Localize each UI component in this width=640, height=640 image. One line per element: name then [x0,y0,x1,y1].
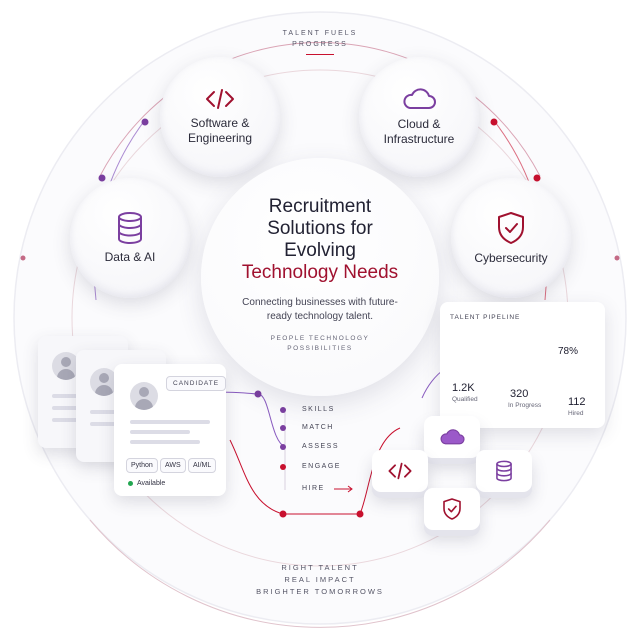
bottom-arc [89,519,551,628]
bubble-label: Cloud & Infrastructure [384,117,455,147]
talent-pipeline-panel: TALENT PIPELINE 1.2K Qualified 320 In Pr… [440,302,605,428]
caption-line: PEOPLE TECHNOLOGY [270,335,370,342]
avatar [130,382,158,410]
database-icon [118,211,142,244]
center-title: Recruitment Solutions for Evolving Techn… [201,196,439,284]
center-title-line: Recruitment [268,196,372,217]
center-small-caption: PEOPLE TECHNOLOGY POSSIBILITIES [241,334,399,354]
tagline-line: BRIGHTER TOMORROWS [256,587,384,596]
candidate-card[interactable]: CANDIDATE Python AWS AI/ML Available [114,364,227,496]
tagline-line: PROGRESS [292,41,348,48]
center-title-line: Evolving [284,240,356,261]
center-subtitle: Connecting businesses with future-ready … [242,297,398,322]
bubble-cybersecurity[interactable]: Cybersecurity [451,178,571,298]
connector-node [356,510,364,518]
connector-node [254,390,262,398]
shield-icon [443,498,461,520]
bubble-software-engineering[interactable]: Software & Engineering [160,57,280,177]
progress-ring-value: 78% [557,346,578,357]
status-dot-icon [128,480,133,486]
skill-chip: AI/ML [188,458,217,473]
step-assess: ASSESS [302,443,340,450]
ring-node [20,255,26,261]
ring-node [533,174,541,182]
cloud-icon [440,429,465,445]
tagline-line: TALENT FUELS [282,30,358,37]
placeholder-line [130,440,200,444]
bubble-data-ai[interactable]: Data & AI [70,178,190,298]
stat-qualified-label: Qualified [452,396,478,403]
step-engage: ENGAGE [302,463,341,470]
bubble-label-line: Engineering [187,131,253,145]
step-node [280,407,286,413]
panel-title: TALENT PIPELINE [450,314,521,321]
ring-node [490,118,498,126]
placeholder-line [90,410,134,414]
availability-status: Available [128,480,165,487]
skill-chip: AWS [160,458,186,473]
tile-database[interactable] [476,450,532,492]
step-hire: HIRE [302,485,325,492]
step-node [280,425,286,431]
center-hub: Recruitment Solutions for Evolving Techn… [201,158,439,396]
ring-node [614,255,620,261]
availability-label: Available [137,480,166,487]
placeholder-line [52,406,92,410]
placeholder-line [90,422,126,426]
avatar [52,352,80,380]
code-icon [388,462,412,480]
bubble-label: Data & AI [104,249,156,264]
connector-line [229,439,284,515]
tagline-line: REAL IMPACT [284,575,356,584]
shield-icon [498,211,524,244]
bubble-label-line: Software & [190,116,250,130]
bubble-label-line: Infrastructure [383,132,455,146]
bottom-tagline: RIGHT TALENT REAL IMPACT BRIGHTER TOMORR… [220,562,420,598]
stat-hired-value: 112 [568,396,586,408]
hire-arrow-icon [334,485,353,493]
placeholder-line [130,430,190,434]
ring-node [98,174,106,182]
tile-code[interactable] [372,450,428,492]
caption-line: POSSIBILITIES [287,345,353,352]
bubble-label: Software & Engineering [188,116,252,146]
stat-inprogress-value: 320 [510,388,529,400]
center-title-line: Solutions for [267,218,373,239]
step-match: MATCH [302,424,334,431]
tagline-line: RIGHT TALENT [281,563,359,572]
database-icon [496,460,512,482]
ring-node [141,118,149,126]
tagline-rule [306,54,334,55]
step-node [280,464,286,470]
top-tagline: TALENT FUELS PROGRESS [250,28,390,55]
bubble-cloud-infrastructure[interactable]: Cloud & Infrastructure [359,57,479,177]
placeholder-line [52,418,98,422]
step-skills: SKILLS [302,406,335,413]
top-arc [99,41,541,177]
tile-shield[interactable] [424,488,480,530]
bubble-label-line: Cloud & [397,117,441,131]
stat-qualified-value: 1.2K [452,382,475,394]
stat-inprogress-label: In Progress [508,402,542,409]
center-title-highlight: Technology Needs [241,262,399,283]
connector-node [279,510,287,518]
placeholder-line [130,420,210,424]
code-icon [206,89,234,109]
bubble-label: Cybersecurity [474,250,548,265]
stat-hired-label: Hired [568,410,584,417]
tile-cloud[interactable] [424,416,480,458]
avatar [90,368,118,396]
candidate-header: CANDIDATE [166,376,227,391]
step-node [280,444,286,450]
skill-chip: Python [126,458,158,473]
cloud-icon [403,88,436,109]
